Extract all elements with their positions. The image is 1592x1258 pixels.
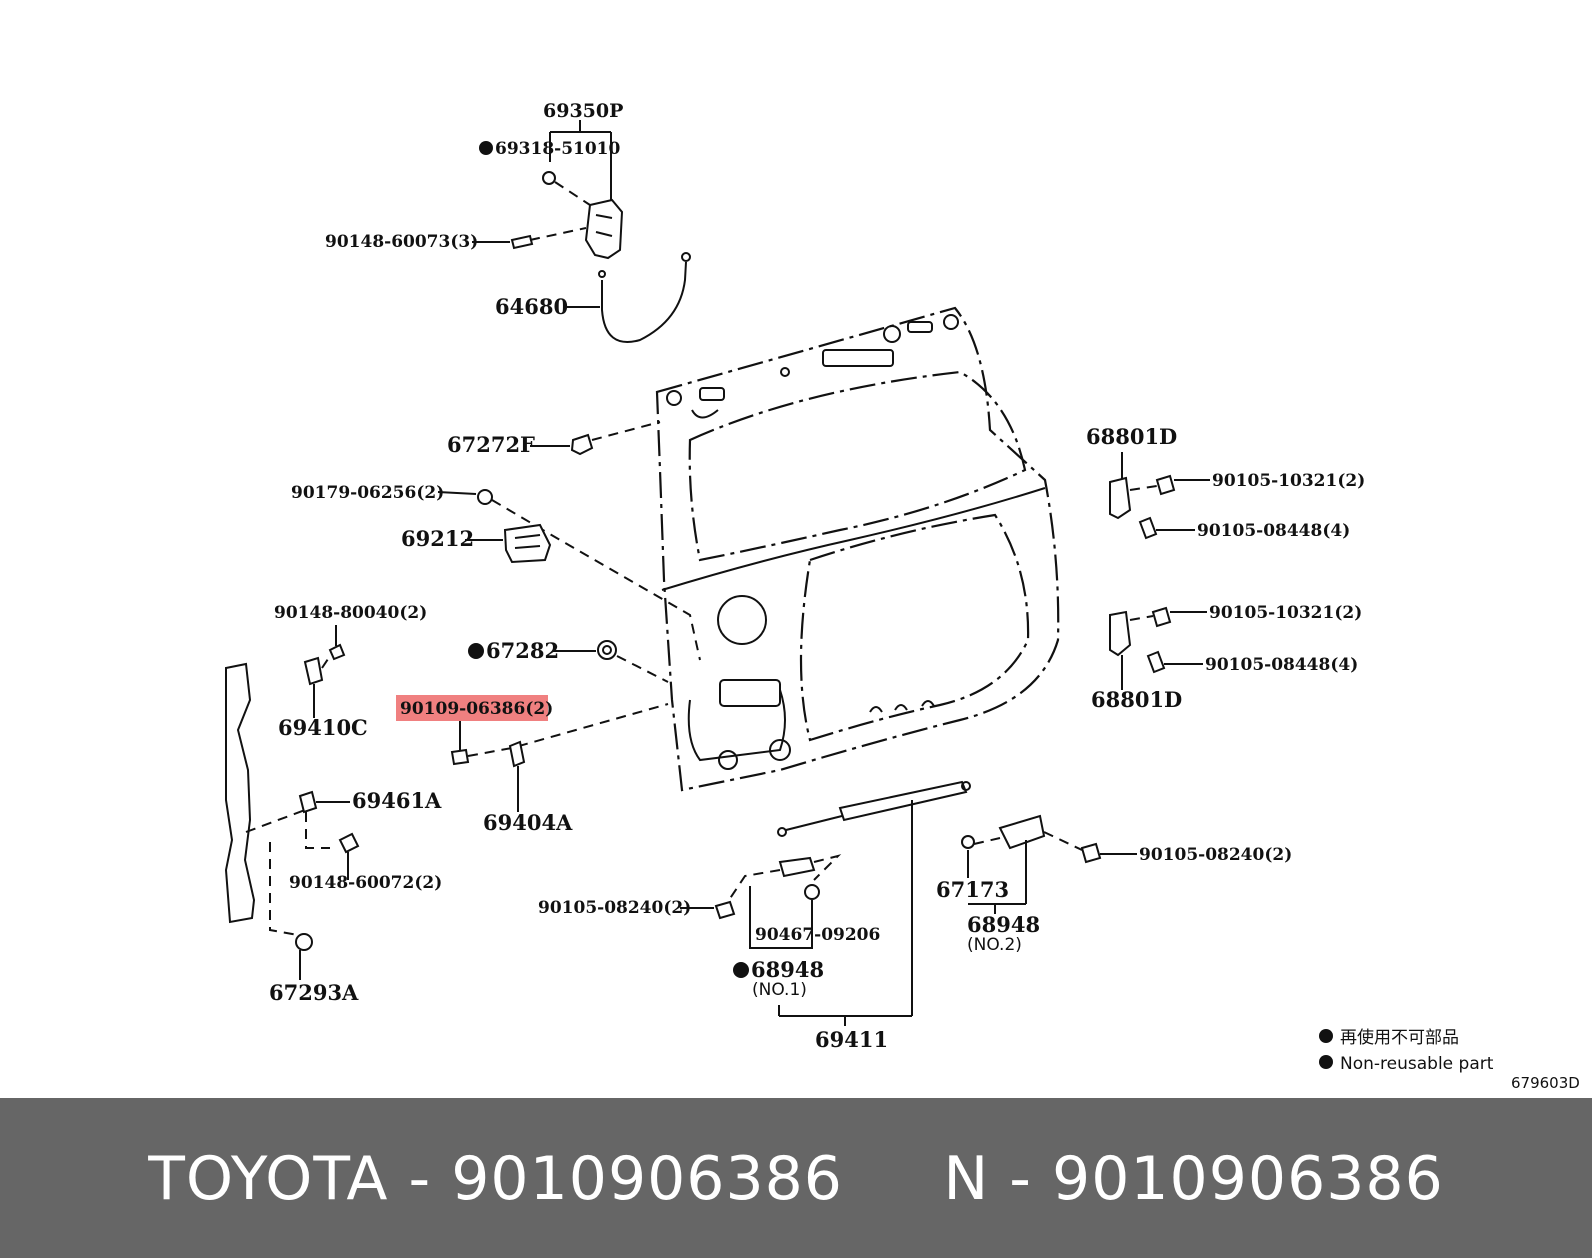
nut-90179-icon — [477, 489, 493, 505]
stay-no1-icon — [778, 856, 816, 878]
label-90148-80040: 90148-80040(2) — [274, 603, 427, 623]
bumper-69461A-icon — [298, 790, 318, 814]
right-hinges-group — [1109, 452, 1210, 690]
gas-strut-icon — [838, 780, 968, 822]
label-90105-10321-bottom: 90105-10321(2) — [1209, 603, 1362, 623]
label-90105-08448-top: 90105-08448(4) — [1197, 521, 1350, 541]
stay-no2-icon — [998, 814, 1046, 850]
label-69404A: 69404A — [483, 810, 573, 835]
label-67272F: 67272F — [447, 432, 535, 457]
clip-67272F-icon — [570, 433, 594, 456]
label-69410C: 69410C — [278, 715, 368, 740]
bolt-08240-left-icon — [714, 900, 736, 920]
bolt-08240-right-icon — [1080, 842, 1102, 864]
bolt-10321-upper-icon — [1155, 474, 1176, 496]
label-68948-no2: 68948 — [967, 912, 1040, 937]
bolt-08448-upper-icon — [1138, 516, 1158, 540]
grommet-67282-icon — [597, 640, 617, 660]
latch-69212-icon — [503, 523, 552, 564]
hinge-lower-icon — [1109, 610, 1132, 657]
label-67293A: 67293A — [269, 980, 359, 1005]
label-69318: 69318-51010 — [495, 139, 621, 159]
highlight-box — [396, 695, 548, 721]
label-69461A: 69461A — [352, 788, 442, 813]
bolt-10321-lower-icon — [1151, 606, 1172, 628]
lock-nut-icon — [542, 171, 556, 185]
lock-bolt-icon — [510, 234, 534, 250]
label-64680: 64680 — [495, 294, 568, 319]
weatherstrip-icon — [224, 662, 256, 924]
bolt-08448-lower-icon — [1146, 650, 1166, 674]
label-90105-08448-bottom: 90105-08448(4) — [1205, 655, 1358, 675]
label-67173: 67173 — [936, 877, 1009, 902]
non-reusable-dot-icon — [468, 643, 484, 659]
label-68801D-top: 68801D — [1086, 424, 1177, 449]
label-90109-06386: 90109-06386(2) — [400, 699, 553, 719]
label-69212: 69212 — [401, 526, 474, 551]
lock-body-icon — [584, 198, 624, 260]
non-reusable-dot-icon — [479, 141, 493, 155]
back-door-panel — [655, 306, 1060, 792]
legend-dot-icon — [1319, 1029, 1333, 1043]
legend-dot-icon — [1319, 1055, 1333, 1069]
label-no1: (NO.1) — [752, 980, 807, 1000]
label-69411: 69411 — [815, 1027, 888, 1052]
bracket-69404A-icon — [508, 740, 526, 768]
legend: 再使用不可部品 Non-reusable part 679603D — [1319, 1027, 1580, 1092]
figure-id: 679603D — [1511, 1074, 1580, 1092]
non-reusable-dot-icon — [733, 962, 749, 978]
label-90105-08240-right: 90105-08240(2) — [1139, 845, 1292, 865]
parts-diagram: 69350P 69318-51010 90148-60073(3) 64680 … — [224, 100, 1580, 1092]
bolt-90109-06386-icon — [450, 748, 470, 766]
legend-en: Non-reusable part — [1340, 1054, 1494, 1074]
part-number-title: TOYOTA - 9010906386 N - 9010906386 — [148, 1144, 1444, 1214]
label-90467: 90467-09206 — [755, 925, 880, 945]
label-90179: 90179-06256(2) — [291, 483, 444, 503]
striker-69410C-icon — [303, 656, 324, 686]
cable-icon — [601, 261, 687, 343]
pin-67173-icon — [961, 835, 975, 849]
bolt-90467-icon — [804, 884, 820, 900]
left-parts-group — [224, 421, 701, 980]
lock-assembly-group — [472, 120, 691, 343]
bolt-90148-60072-icon — [338, 832, 360, 854]
hinge-upper-icon — [1109, 476, 1132, 520]
plug-67293A-icon — [295, 933, 313, 951]
label-90105-08240-left: 90105-08240(2) — [538, 898, 691, 918]
label-68948-no1: 68948 — [751, 957, 824, 982]
bolt-90148-80040-icon — [328, 643, 346, 661]
label-67282: 67282 — [486, 638, 559, 663]
label-no2: (NO.2) — [967, 935, 1022, 955]
label-90105-10321-top: 90105-10321(2) — [1212, 471, 1365, 491]
label-90148-60072: 90148-60072(2) — [289, 873, 442, 893]
label-90148-60073: 90148-60073(3) — [325, 232, 478, 252]
part-labels: 69350P 69318-51010 90148-60073(3) 64680 … — [269, 100, 1365, 1052]
label-68801D-bottom: 68801D — [1091, 687, 1182, 712]
footer-bar: TOYOTA - 9010906386 N - 9010906386 — [0, 1098, 1592, 1258]
label-69350P: 69350P — [543, 100, 623, 122]
bottom-parts-group — [680, 780, 1137, 1026]
legend-jp: 再使用不可部品 — [1340, 1027, 1459, 1048]
